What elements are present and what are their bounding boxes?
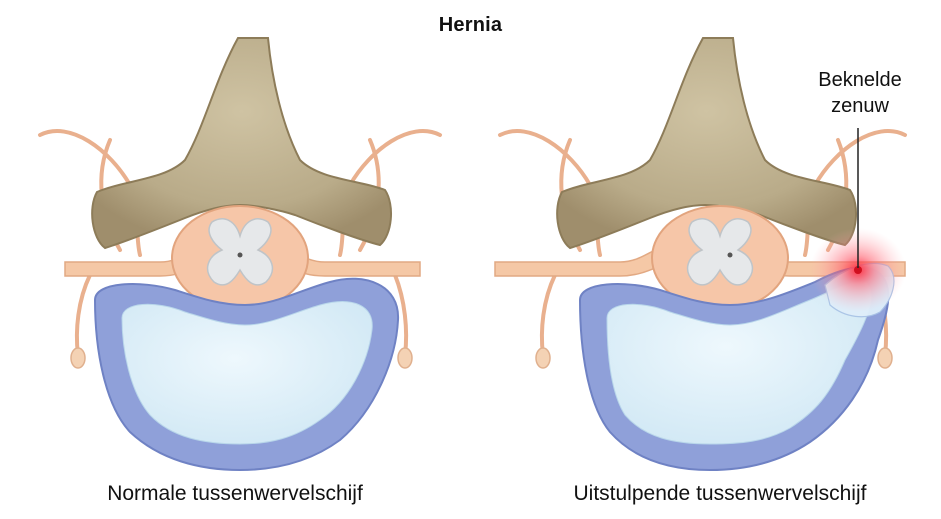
normal-vertebra-panel (40, 38, 440, 470)
normal-disc-caption: Normale tussenwervelschijf (50, 482, 420, 506)
central-canal-right (728, 253, 733, 258)
callout-line1: Beknelde (800, 67, 920, 93)
pinched-nerve-callout: Beknelde zenuw (800, 67, 920, 119)
central-canal-left (238, 253, 243, 258)
nerve-end-left-a (71, 348, 85, 368)
nerve-end-left-b (398, 348, 412, 368)
nerve-end-right-a (536, 348, 550, 368)
herniated-disc-caption: Uitstulpende tussenwervelschijf (510, 482, 930, 506)
callout-line2: zenuw (800, 93, 920, 119)
nerve-end-right-b (878, 348, 892, 368)
diagram-title: Hernia (0, 14, 941, 37)
